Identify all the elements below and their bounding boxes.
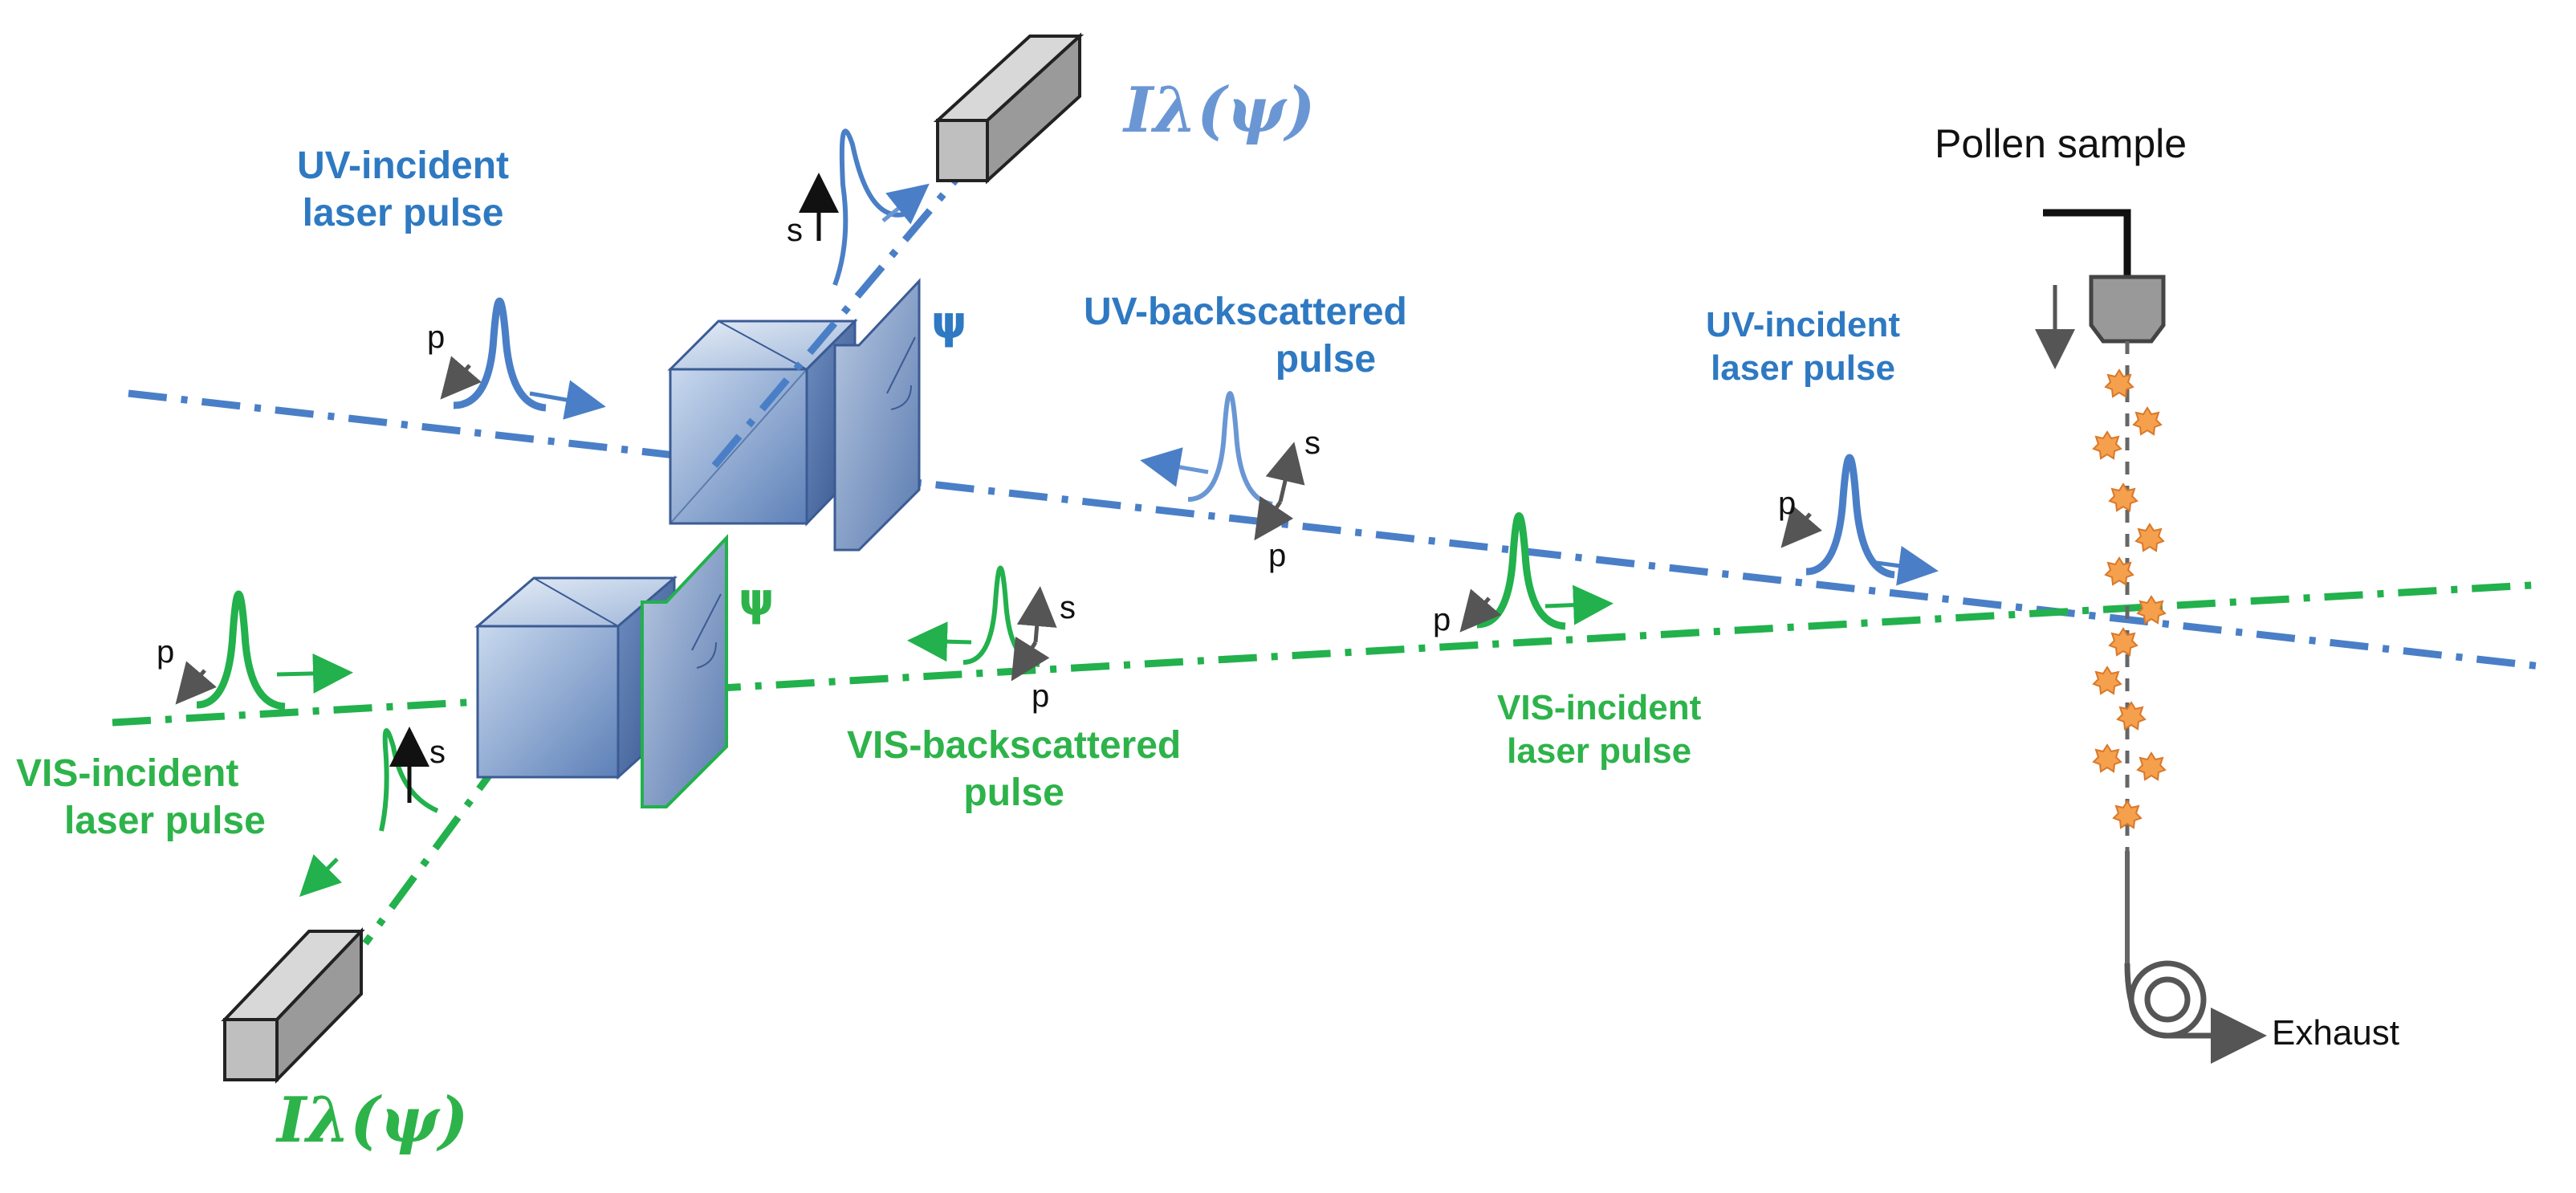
vis-backscattered-label: VIS-backscattered pulse bbox=[847, 723, 1181, 816]
vis-reflected-beam bbox=[362, 696, 549, 946]
detector-lower bbox=[221, 927, 365, 1084]
pol-arrow-uv-left-p bbox=[440, 356, 482, 400]
label-line: UV-backscattered bbox=[1084, 291, 1407, 333]
exhaust-coil bbox=[2124, 960, 2267, 1064]
pol-arrow-uvb-s bbox=[1265, 442, 1305, 503]
uv-backscattered-label: UV-backscattered pulse bbox=[1084, 289, 1407, 383]
pol-label-uv-right-p: p bbox=[1778, 486, 1797, 521]
uv-beam-line bbox=[128, 389, 2541, 670]
pol-label-visb-p: p bbox=[1032, 678, 1050, 714]
vis-pulse-left bbox=[196, 590, 286, 711]
sample-nozzle bbox=[2043, 209, 2166, 963]
vis-pulse-left-arrow bbox=[276, 653, 353, 694]
pol-arrow-visb-p bbox=[1011, 636, 1050, 682]
pol-arrow-visb-s bbox=[1016, 586, 1057, 643]
pol-arrow-uv-right-p bbox=[1780, 504, 1823, 548]
label-line: pulse bbox=[963, 771, 1064, 814]
label-line: VIS-incident bbox=[16, 752, 239, 795]
uv-pulse-backscattered-arrow bbox=[1140, 447, 1209, 487]
uv-incident-label-left: UV-incident laser pulse bbox=[297, 143, 509, 237]
vis-pulse-reflected-arrow bbox=[299, 854, 342, 898]
uv-beamsplitter-cube bbox=[667, 318, 858, 527]
label-line: laser pulse bbox=[302, 191, 504, 234]
uv-pulse-right bbox=[1805, 454, 1895, 579]
pol-label-vis-left-p: p bbox=[157, 634, 175, 670]
label-line: UV-incident bbox=[297, 145, 510, 187]
pol-arrow-vis-left-p bbox=[175, 661, 218, 705]
uv-incident-label-right: UV-incident laser pulse bbox=[1706, 303, 1900, 389]
uv-polarizer-plate bbox=[833, 278, 921, 552]
pol-label-uvb-p: p bbox=[1268, 538, 1287, 573]
pol-label-uv-up-s: s bbox=[787, 213, 803, 248]
intensity-label-upper: Iλ(ψ) bbox=[1124, 74, 1316, 147]
label-line: UV-incident bbox=[1706, 305, 1901, 344]
exhaust-label: Exhaust bbox=[2272, 1013, 2399, 1053]
pol-label-uvb-s: s bbox=[1304, 425, 1321, 461]
pol-label-visb-s: s bbox=[1060, 590, 1076, 625]
vis-pulse-right bbox=[1476, 512, 1566, 630]
vis-polarizer-plate bbox=[641, 533, 728, 808]
pollen-sample-label: Pollen sample bbox=[1935, 121, 2187, 166]
uv-pulse-reflected bbox=[832, 128, 917, 287]
label-line: laser pulse bbox=[64, 799, 266, 842]
uv-pulse-right-arrow bbox=[1870, 545, 1939, 586]
uv-pulse-left bbox=[453, 297, 547, 412]
angle-psi-uv: ψ bbox=[931, 297, 967, 349]
intensity-label-lower: Iλ(ψ) bbox=[277, 1084, 469, 1157]
detector-upper bbox=[933, 32, 1085, 185]
label-line: laser pulse bbox=[1507, 731, 1692, 771]
uv-pulse-backscattered bbox=[1187, 391, 1273, 507]
vis-pulse-right-arrow bbox=[1544, 584, 1614, 625]
vis-pulse-backscattered-arrow bbox=[907, 621, 972, 662]
vis-pulse-backscattered bbox=[962, 565, 1040, 667]
label-line: pulse bbox=[1275, 337, 1377, 381]
pol-label-vis-down-s: s bbox=[429, 735, 446, 770]
pol-label-uv-left-p: p bbox=[427, 320, 446, 355]
pol-label-vis-right-p: p bbox=[1433, 602, 1451, 637]
label-line: laser pulse bbox=[1711, 348, 1895, 388]
label-line: VIS-incident bbox=[1497, 688, 1702, 727]
vis-incident-label-left: VIS-incident laser pulse bbox=[16, 751, 266, 845]
pol-arrow-uvb-p bbox=[1254, 495, 1294, 541]
pol-arrow-vis-right-p bbox=[1459, 588, 1502, 633]
label-line: VIS-backscattered bbox=[847, 724, 1182, 767]
uv-pulse-left-arrow bbox=[529, 380, 606, 420]
uv-pulse-reflected-arrow bbox=[881, 183, 930, 225]
uv-reflected-beam bbox=[711, 154, 979, 468]
angle-psi-vis: ψ bbox=[739, 574, 775, 626]
vis-incident-label-right: VIS-incident laser pulse bbox=[1497, 686, 1701, 772]
